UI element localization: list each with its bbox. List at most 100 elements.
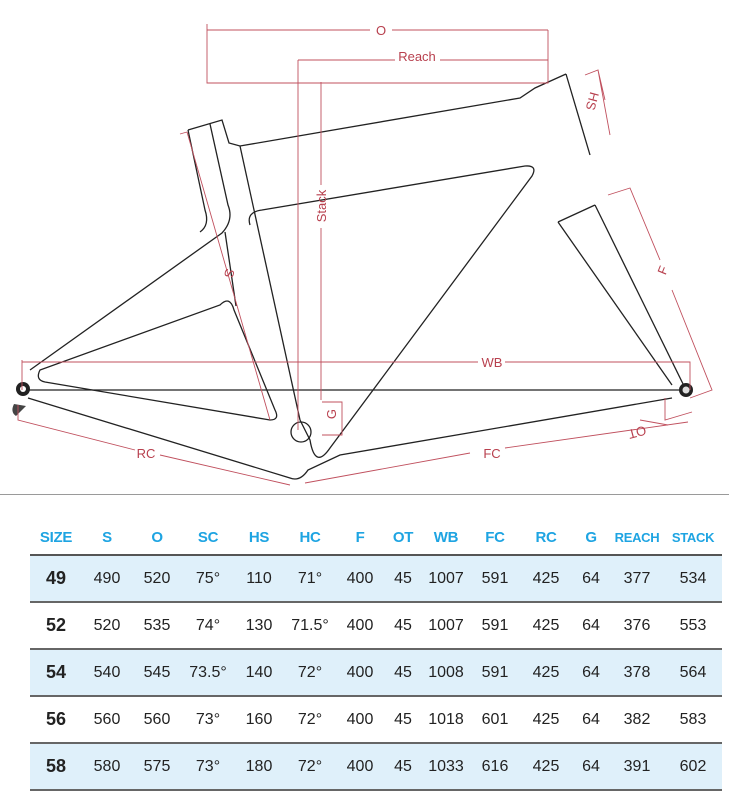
cell-wb: 1007 — [422, 602, 470, 650]
column-header-fc: FC — [470, 520, 520, 556]
cell-hs: 130 — [234, 602, 284, 650]
cell-sc: 74° — [182, 602, 234, 650]
column-header-o: O — [132, 520, 182, 556]
cell-hc: 71.5° — [284, 602, 336, 650]
column-header-wb: WB — [422, 520, 470, 556]
column-header-hc: HC — [284, 520, 336, 556]
cell-wb: 1018 — [422, 696, 470, 744]
column-header-f: F — [336, 520, 384, 556]
cell-fc: 616 — [470, 743, 520, 791]
column-header-stack: STACK — [664, 520, 722, 556]
cell-sc: 75° — [182, 555, 234, 603]
cell-rc: 425 — [520, 602, 572, 650]
label-HS: HS — [583, 91, 602, 113]
cell-g: 64 — [572, 602, 610, 650]
cell-stack: 602 — [664, 743, 722, 791]
label-O: O — [376, 23, 386, 38]
label-reach: Reach — [398, 49, 436, 64]
cell-size: 49 — [30, 555, 82, 603]
cell-f: 400 — [336, 555, 384, 603]
cell-f: 400 — [336, 696, 384, 744]
cell-o: 545 — [132, 649, 182, 697]
cell-sc: 73° — [182, 743, 234, 791]
section-divider — [0, 494, 729, 495]
column-header-sc: SC — [182, 520, 234, 556]
cell-ot: 45 — [384, 696, 422, 744]
cell-reach: 376 — [610, 602, 664, 650]
cell-reach: 377 — [610, 555, 664, 603]
cell-reach: 391 — [610, 743, 664, 791]
cell-f: 400 — [336, 743, 384, 791]
cell-g: 64 — [572, 649, 610, 697]
cell-sc: 73.5° — [182, 649, 234, 697]
dimension-labels: O Reach Stack HS S F WB G OT RC FC — [137, 23, 672, 461]
cell-size: 54 — [30, 649, 82, 697]
cell-wb: 1008 — [422, 649, 470, 697]
bike-frame — [12, 73, 693, 480]
cell-stack: 564 — [664, 649, 722, 697]
column-header-size: SIZE — [30, 520, 82, 556]
cell-ot: 45 — [384, 602, 422, 650]
cell-s: 540 — [82, 649, 132, 697]
cell-stack: 534 — [664, 555, 722, 603]
cell-stack: 553 — [664, 602, 722, 650]
cell-hc: 72° — [284, 649, 336, 697]
cell-rc: 425 — [520, 696, 572, 744]
cell-hs: 140 — [234, 649, 284, 697]
cell-o: 575 — [132, 743, 182, 791]
cell-rc: 425 — [520, 555, 572, 603]
cell-fc: 601 — [470, 696, 520, 744]
cell-fc: 591 — [470, 555, 520, 603]
label-S: S — [221, 267, 238, 280]
cell-size: 52 — [30, 602, 82, 650]
cell-stack: 583 — [664, 696, 722, 744]
label-F: F — [654, 264, 671, 277]
cell-hs: 160 — [234, 696, 284, 744]
cell-s: 520 — [82, 602, 132, 650]
cell-wb: 1033 — [422, 743, 470, 791]
label-RC: RC — [137, 446, 156, 461]
column-header-g: G — [572, 520, 610, 556]
label-OT: OT — [626, 423, 647, 442]
label-FC: FC — [483, 446, 500, 461]
column-header-hs: HS — [234, 520, 284, 556]
cell-f: 400 — [336, 649, 384, 697]
cell-fc: 591 — [470, 602, 520, 650]
cell-rc: 425 — [520, 743, 572, 791]
column-header-s: S — [82, 520, 132, 556]
cell-ot: 45 — [384, 555, 422, 603]
cell-o: 520 — [132, 555, 182, 603]
label-WB: WB — [482, 355, 503, 370]
cell-hs: 110 — [234, 555, 284, 603]
cell-f: 400 — [336, 602, 384, 650]
label-G: G — [324, 409, 339, 419]
frame-geometry-diagram: O Reach Stack HS S F WB G OT RC FC — [12, 23, 713, 486]
cell-s: 580 — [82, 743, 132, 791]
cell-reach: 378 — [610, 649, 664, 697]
cell-ot: 45 — [384, 649, 422, 697]
cell-wb: 1007 — [422, 555, 470, 603]
cell-size: 58 — [30, 743, 82, 791]
cell-rc: 425 — [520, 649, 572, 697]
cell-hc: 72° — [284, 696, 336, 744]
cell-hc: 72° — [284, 743, 336, 791]
cell-reach: 382 — [610, 696, 664, 744]
cell-fc: 591 — [470, 649, 520, 697]
label-stack: Stack — [314, 189, 329, 222]
cell-g: 64 — [572, 743, 610, 791]
cell-o: 560 — [132, 696, 182, 744]
cell-o: 535 — [132, 602, 182, 650]
cell-sc: 73° — [182, 696, 234, 744]
cell-size: 56 — [30, 696, 82, 744]
cell-g: 64 — [572, 555, 610, 603]
cell-g: 64 — [572, 696, 610, 744]
cell-hs: 180 — [234, 743, 284, 791]
dimension-lines — [17, 24, 713, 486]
